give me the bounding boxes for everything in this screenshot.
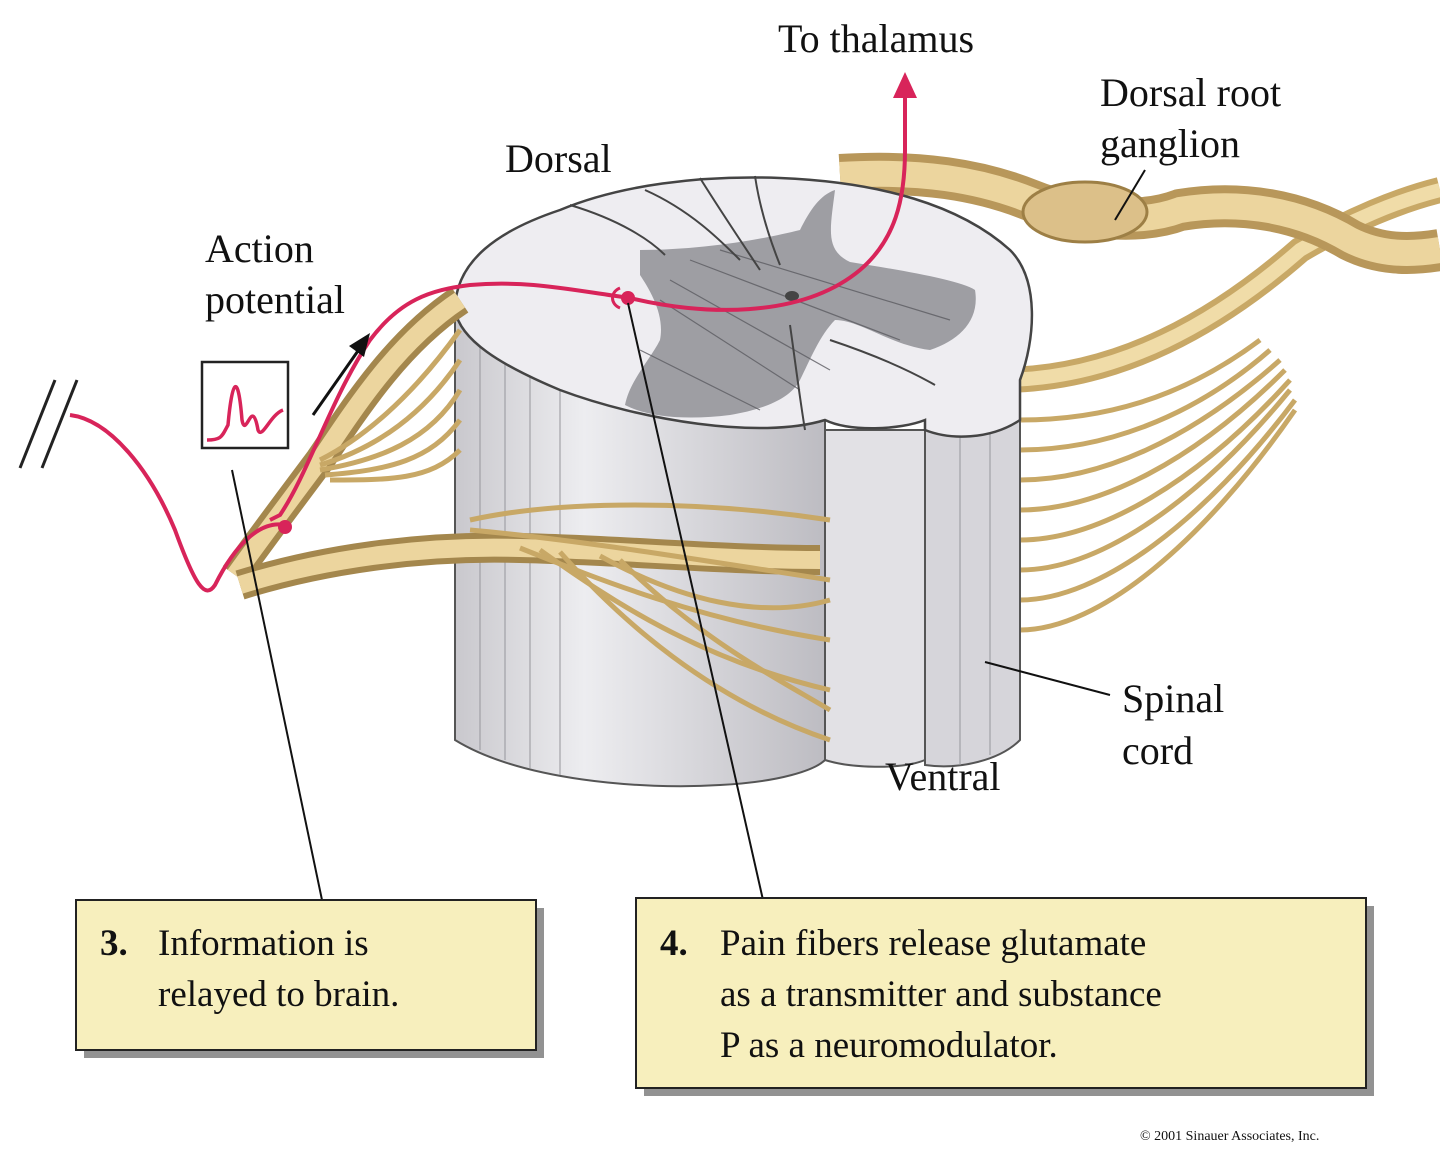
synapse-terminal bbox=[621, 291, 635, 305]
callout-3: 3. Information is relayed to brain. bbox=[75, 899, 544, 1058]
copyright-text: © 2001 Sinauer Associates, Inc. bbox=[1140, 1129, 1319, 1144]
thalamus-arrow-head bbox=[893, 72, 917, 98]
callout-3-number: 3. bbox=[100, 923, 128, 964]
callout-3-line2: relayed to brain. bbox=[158, 974, 399, 1015]
label-action-line1: Action bbox=[205, 226, 314, 271]
label-action-line2: potential bbox=[205, 277, 345, 322]
callout-4-line3: P as a neuromodulator. bbox=[720, 1025, 1058, 1066]
label-ventral: Ventral bbox=[885, 754, 1001, 799]
leader-lines bbox=[231, 169, 1146, 901]
ganglion-shape bbox=[1021, 180, 1149, 244]
label-dorsal-root-line1: Dorsal root bbox=[1100, 70, 1281, 115]
callout-4: 4. Pain fibers release glutamate as a tr… bbox=[635, 897, 1374, 1096]
action-potential-inset bbox=[200, 360, 290, 450]
spinal-cord bbox=[453, 175, 1034, 788]
direction-arrow bbox=[311, 333, 370, 416]
label-spinal-line2: cord bbox=[1122, 728, 1193, 773]
callout-3-line1: Information is bbox=[158, 923, 369, 964]
central-canal bbox=[785, 291, 799, 301]
neuron-cell-body bbox=[278, 520, 292, 534]
label-spinal-line1: Spinal bbox=[1122, 676, 1224, 721]
callout-4-line2: as a transmitter and substance bbox=[720, 974, 1162, 1015]
left-nerve-bundle bbox=[222, 287, 832, 743]
cut-marks bbox=[18, 379, 79, 469]
right-nerve-bundle bbox=[838, 152, 1440, 633]
callout-4-line1: Pain fibers release glutamate bbox=[720, 923, 1146, 964]
label-to-thalamus: To thalamus bbox=[778, 16, 974, 61]
label-dorsal: Dorsal bbox=[505, 136, 612, 181]
label-dorsal-root-line2: ganglion bbox=[1100, 121, 1240, 166]
callout-4-number: 4. bbox=[660, 923, 688, 964]
